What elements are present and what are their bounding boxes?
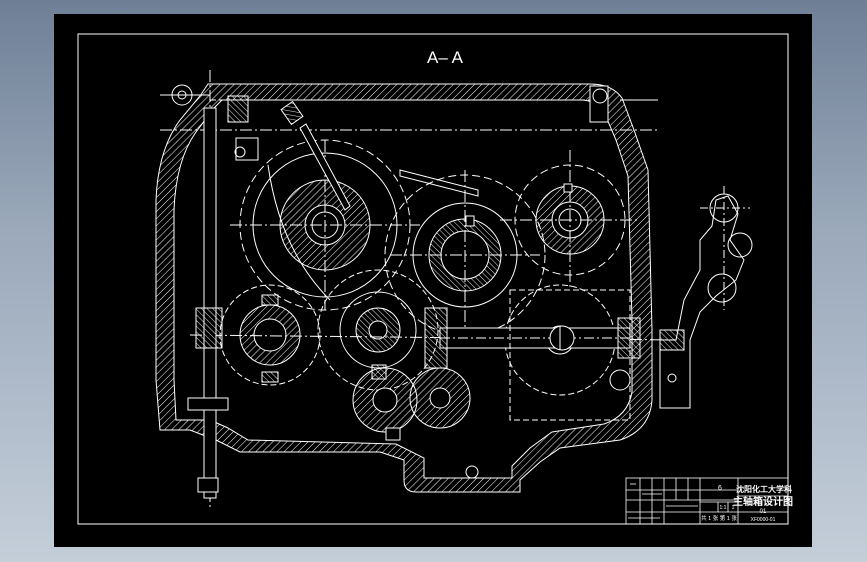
- inner-frame: [77, 33, 789, 525]
- quantity-text: 1: [732, 505, 735, 511]
- section-label: A– A: [427, 48, 464, 67]
- output-shaft: [424, 307, 641, 369]
- drawing-sheet: A– A: [54, 14, 812, 547]
- title-block: [625, 477, 789, 525]
- sheet-info-text: 共 1 张 第 1 张: [701, 514, 737, 522]
- drawing-canvas: A– A: [77, 33, 793, 525]
- mark-text: 6: [718, 485, 722, 492]
- external-lever: [620, 99, 753, 409]
- shift-rod: [160, 84, 249, 499]
- drawing-no-text: 01: [760, 509, 767, 515]
- drawing-title-text: 主轴箱设计图: [733, 495, 793, 508]
- code-text: XF0000-01: [751, 517, 776, 523]
- linkage-arm: [267, 100, 479, 301]
- detail-parts: [234, 137, 631, 441]
- housing: [155, 83, 653, 493]
- school-text: 沈阳化工大学科: [736, 484, 792, 494]
- scale-text: 1:1: [720, 505, 727, 511]
